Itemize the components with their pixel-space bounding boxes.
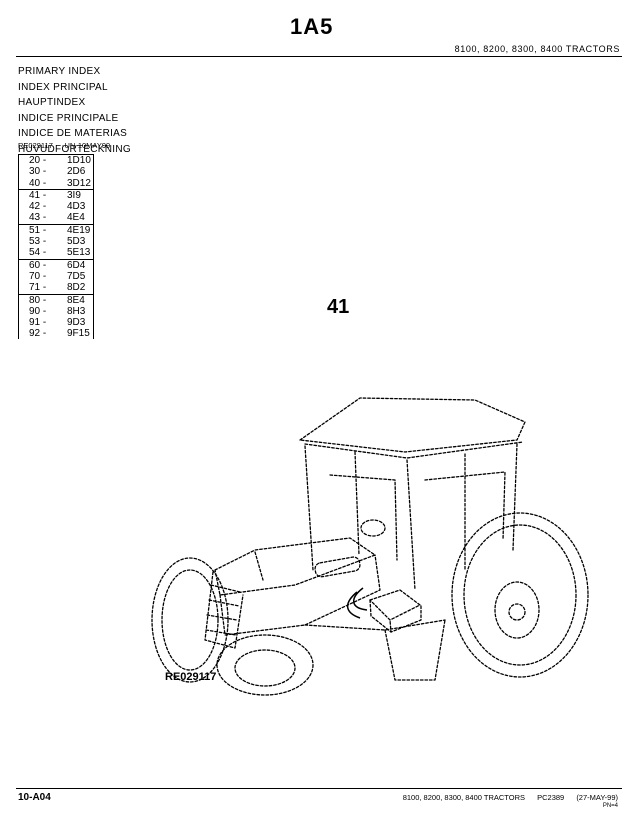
tractor-illustration: RE029117 <box>151 397 589 696</box>
index-row: 92 - 9F15 <box>19 328 93 339</box>
index-section: 92 - <box>29 328 47 339</box>
index-section: 20 - <box>29 155 47 166</box>
footer-date: (27-MAY-99) <box>576 793 618 802</box>
index-section: 60 - <box>29 259 47 271</box>
index-section: 91 - <box>29 317 47 329</box>
index-title-line: INDEX PRINCIPAL <box>18 81 108 93</box>
index-section: 53 - <box>29 236 47 248</box>
index-section: 30 - <box>29 166 47 178</box>
index-row: 40 - 3D12 <box>19 178 93 189</box>
index-titles: PRIMARY INDEX INDEX PRINCIPAL HAUPTINDEX IN… <box>18 64 131 157</box>
footer-info: 8100, 8200, 8300, 8400 TRACTORS PC2389 (… <box>403 793 618 802</box>
footer-page-id: 10-A04 <box>18 792 51 803</box>
index-page-ref: 2D6 <box>67 166 86 178</box>
index-row: 51 - 4E19 <box>19 225 93 236</box>
reference-part: RE029117 <box>18 141 53 150</box>
index-page-ref: 3D12 <box>67 177 91 189</box>
index-section: 42 - <box>29 201 47 213</box>
index-page-ref: 8D2 <box>67 282 86 294</box>
index-section: 70 - <box>29 270 47 282</box>
footer-models: 8100, 8200, 8300, 8400 TRACTORS <box>402 793 526 802</box>
index-group: 51 - 4E19 53 - 5D3 54 - 5E13 <box>19 225 93 260</box>
index-row: 41 - 3I9 <box>19 190 93 201</box>
index-section: 54 - <box>29 247 47 259</box>
index-row: 30 - 2D6 <box>19 166 93 177</box>
index-row: 60 - 6D4 <box>19 260 93 271</box>
reference-code: -UN-10MAY99 <box>62 141 111 150</box>
index-page-ref: 8H3 <box>67 305 86 317</box>
index-page-ref: 5D3 <box>67 236 86 248</box>
index-section: 71 - <box>29 282 47 294</box>
index-row: 90 - 8H3 <box>19 306 93 317</box>
index-row: 54 - 5E13 <box>19 247 93 258</box>
footer-pc: PC2389 <box>537 793 565 802</box>
index-page-ref: 1D10 <box>67 155 91 166</box>
footer-pn: PN=4 <box>602 803 618 809</box>
index-page-ref: 9F15 <box>67 328 90 339</box>
footer-divider <box>16 788 622 789</box>
index-section: 51 - <box>29 224 47 236</box>
index-group: 80 - 8E4 90 - 8H3 91 - 9D3 92 - 9F15 <box>19 295 93 339</box>
index-section: 41 - <box>29 189 47 201</box>
index-row: 20 - 1D10 <box>19 155 93 166</box>
index-row: 42 - 4D3 <box>19 201 93 212</box>
section-number: 41 <box>327 296 350 318</box>
index-group: 20 - 1D10 30 - 2D6 40 - 3D12 <box>19 155 93 190</box>
page-code: 1A5 <box>290 14 334 39</box>
index-title-line: PRIMARY INDEX <box>18 66 101 77</box>
index-section: 80 - <box>29 294 47 306</box>
index-title-line: INDICE DE MATERIAS <box>18 128 128 139</box>
index-title-line: INDICE PRINCIPALE <box>18 112 119 124</box>
reference-line: RE029117 -UN-10MAY99 <box>18 141 128 150</box>
index-row: 80 - 8E4 <box>19 295 93 306</box>
index-section: 40 - <box>29 177 47 189</box>
header-models: 8100, 8200, 8300, 8400 TRACTORS <box>454 44 620 54</box>
index-title-line: HUVUDFORTECKNING <box>18 143 131 155</box>
index-row: 91 - 9D3 <box>19 317 93 328</box>
index-group: 60 - 6D4 70 - 7D5 71 - 8D2 <box>19 260 93 295</box>
header-divider <box>16 56 622 57</box>
index-page-ref: 9D3 <box>67 317 86 329</box>
index-page-ref: 6D4 <box>67 259 86 271</box>
index-page-ref: 8E4 <box>67 294 85 306</box>
index-page-ref: 5E13 <box>67 247 91 259</box>
index-page-ref: 3I9 <box>67 189 81 201</box>
index-group: 41 - 3I9 42 - 4D3 43 - 4E4 <box>19 190 93 225</box>
index-page-ref: 4D3 <box>67 201 86 213</box>
index-row: 43 - 4E4 <box>19 212 93 223</box>
index-page-ref: 7D5 <box>67 270 86 282</box>
index-page-ref: 4E4 <box>67 212 85 224</box>
index-row: 70 - 7D5 <box>19 271 93 282</box>
index-row: 53 - 5D3 <box>19 236 93 247</box>
index-section: 43 - <box>29 212 47 224</box>
index-section: 90 - <box>29 305 47 317</box>
index-row: 71 - 8D2 <box>19 282 93 293</box>
illustration-label: RE029117 <box>165 671 216 683</box>
index-title-line: HAUPTINDEX <box>18 97 86 108</box>
index-page-ref: 4E19 <box>67 224 91 236</box>
